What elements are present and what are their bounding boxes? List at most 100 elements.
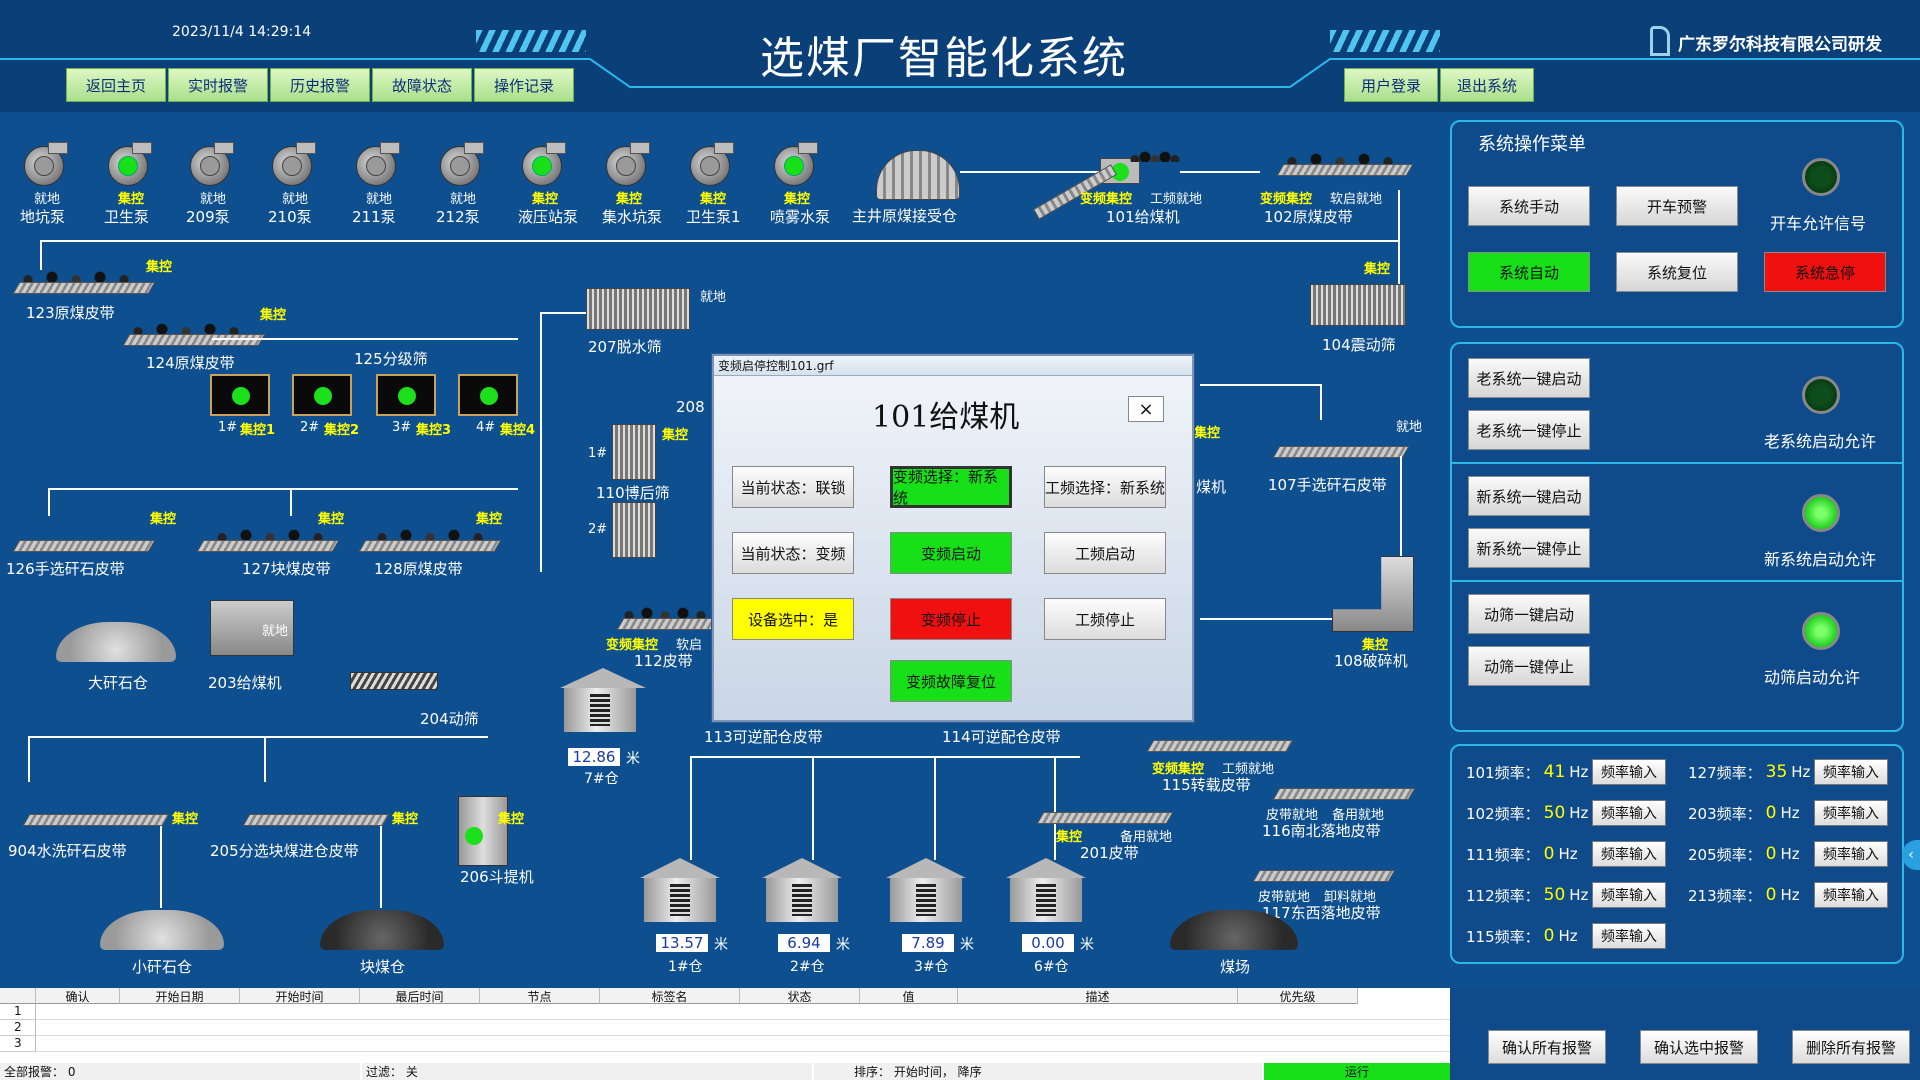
belt-117-label[interactable]: 117东西落地皮带 — [1262, 904, 1381, 922]
nav-fault-status-button[interactable]: 故障状态 — [372, 68, 472, 102]
belt-205-label[interactable]: 205分选块煤进仓皮带 — [210, 842, 359, 860]
system-auto-button[interactable]: 系统自动 — [1468, 252, 1590, 292]
pump-9-label[interactable]: 喷雾水泵 — [770, 208, 831, 226]
bin-0-label[interactable]: 1#仓 — [668, 959, 703, 975]
oneclick-start-1[interactable]: 新系统一键启动 — [1468, 476, 1590, 516]
belt-124-label[interactable]: 124原煤皮带 — [146, 354, 235, 372]
pump-4-icon[interactable] — [356, 142, 402, 186]
pump-6-label[interactable]: 液压站泵 — [518, 208, 579, 226]
pump-2-icon[interactable] — [190, 142, 236, 186]
belt-112-label[interactable]: 112皮带 — [634, 652, 693, 670]
belt-201-label[interactable]: 201皮带 — [1080, 844, 1139, 862]
bin-1-icon[interactable] — [762, 858, 842, 922]
pump-7-icon[interactable] — [606, 142, 652, 186]
bin-3-label[interactable]: 6#仓 — [1034, 959, 1069, 975]
jig-204-label[interactable]: 204动筛 — [420, 710, 479, 728]
pump-5-label[interactable]: 212泵 — [436, 208, 480, 226]
pump-5-icon[interactable] — [440, 142, 486, 186]
pump-2-label[interactable]: 209泵 — [186, 208, 230, 226]
small-gangue-label[interactable]: 小矸石仓 — [132, 958, 193, 976]
system-estop-button[interactable]: 系统急停 — [1764, 252, 1886, 292]
oneclick-stop-0[interactable]: 老系统一键停止 — [1468, 410, 1590, 450]
belt-126[interactable] — [12, 540, 156, 552]
oneclick-stop-2[interactable]: 动筛一键停止 — [1468, 646, 1590, 686]
pump-0-label[interactable]: 地坑泵 — [20, 208, 66, 226]
belt-126-label[interactable]: 126手选矸石皮带 — [6, 560, 125, 578]
belt-128[interactable] — [358, 540, 502, 552]
freq-input-button-left-4[interactable]: 频率输入 — [1592, 923, 1666, 949]
belt-201[interactable] — [1036, 812, 1174, 824]
system-reset-button[interactable]: 系统复位 — [1616, 252, 1738, 292]
belt-117[interactable] — [1252, 870, 1396, 882]
screen-1[interactable] — [210, 374, 270, 416]
screen-110-label[interactable]: 110博后筛 — [596, 484, 670, 502]
pump-7-label[interactable]: 集水坑泵 — [602, 208, 663, 226]
belt-123[interactable] — [12, 282, 156, 294]
start-warning-button[interactable]: 开车预警 — [1616, 186, 1738, 226]
delete-all-alarms-button[interactable]: 删除所有报警 — [1792, 1030, 1910, 1064]
bin-2-label[interactable]: 3#仓 — [914, 959, 949, 975]
side-collapse-chevron-icon[interactable]: ‹ — [1902, 840, 1920, 870]
screen-104-label[interactable]: 104震动筛 — [1322, 336, 1396, 354]
pf-stop-button[interactable]: 工频停止 — [1044, 598, 1166, 640]
pf-select-button[interactable]: 工频选择：新系统 — [1044, 466, 1166, 508]
belt-113-label[interactable]: 113可逆配仓皮带 — [704, 728, 823, 746]
pump-4-label[interactable]: 211泵 — [352, 208, 396, 226]
belt-205[interactable] — [242, 814, 390, 826]
belt-123-label[interactable]: 123原煤皮带 — [26, 304, 115, 322]
screen-207[interactable] — [586, 288, 690, 330]
alarm-col-0[interactable]: 确认 — [36, 988, 120, 1004]
bin-1-label[interactable]: 2#仓 — [790, 959, 825, 975]
screen-4[interactable] — [458, 374, 518, 416]
freq-input-button-left-2[interactable]: 频率输入 — [1592, 841, 1666, 867]
pump-1-label[interactable]: 卫生泵 — [104, 208, 150, 226]
pump-8-label[interactable]: 卫生泵1 — [686, 208, 741, 226]
nav-history-alarm-button[interactable]: 历史报警 — [270, 68, 370, 102]
nav-realtime-alarm-button[interactable]: 实时报警 — [168, 68, 268, 102]
coal-yard-pile[interactable] — [1170, 910, 1298, 950]
alarm-col-8[interactable]: 描述 — [958, 988, 1238, 1004]
jig-204-icon[interactable] — [350, 672, 438, 690]
big-gangue-label[interactable]: 大矸石仓 — [88, 674, 149, 692]
freq-input-button-right-0[interactable]: 频率输入 — [1814, 759, 1888, 785]
pump-8-icon[interactable] — [690, 142, 736, 186]
oneclick-start-0[interactable]: 老系统一键启动 — [1468, 358, 1590, 398]
table-row[interactable] — [36, 1004, 1450, 1020]
pump-3-label[interactable]: 210泵 — [268, 208, 312, 226]
freq-input-button-left-0[interactable]: 频率输入 — [1592, 759, 1666, 785]
dialog-titlebar[interactable]: 变频启停控制101.grf — [714, 356, 1192, 376]
alarm-col-6[interactable]: 状态 — [740, 988, 860, 1004]
belt-127[interactable] — [196, 540, 340, 552]
pump-0-icon[interactable] — [24, 142, 70, 186]
vf-select-button[interactable]: 变频选择：新系统 — [890, 466, 1012, 508]
freq-input-button-right-2[interactable]: 频率输入 — [1814, 841, 1888, 867]
feeder-101-label[interactable]: 101给煤机 — [1106, 208, 1180, 226]
bin-7-icon[interactable] — [560, 668, 646, 732]
feeder-203-icon[interactable] — [210, 600, 294, 656]
nav-operation-log-button[interactable]: 操作记录 — [474, 68, 574, 102]
elevator-206-icon[interactable] — [458, 796, 508, 866]
pump-1-icon[interactable] — [108, 142, 154, 186]
vf-stop-button[interactable]: 变频停止 — [890, 598, 1012, 640]
pf-start-button[interactable]: 工频启动 — [1044, 532, 1166, 574]
belt-904[interactable] — [22, 814, 170, 826]
alarm-col-2[interactable]: 开始时间 — [240, 988, 360, 1004]
belt-115[interactable] — [1146, 740, 1294, 752]
crusher-108-icon[interactable] — [1332, 556, 1414, 632]
coal-yard-label[interactable]: 煤场 — [1220, 958, 1251, 976]
belt-107-label[interactable]: 107手选矸石皮带 — [1268, 476, 1387, 494]
vf-start-button[interactable]: 变频启动 — [890, 532, 1012, 574]
screen-104[interactable] — [1310, 284, 1406, 326]
bin-2-icon[interactable] — [886, 858, 966, 922]
belt-107[interactable] — [1272, 446, 1410, 458]
belt-102-label[interactable]: 102原煤皮带 — [1264, 208, 1353, 226]
bin-3-icon[interactable] — [1006, 858, 1086, 922]
screen-110-1[interactable] — [612, 424, 656, 480]
alarm-col-9[interactable]: 优先级 — [1238, 988, 1358, 1004]
screen-207-label[interactable]: 207脱水筛 — [588, 338, 662, 356]
alarm-col-4[interactable]: 节点 — [480, 988, 600, 1004]
belt-116-label[interactable]: 116南北落地皮带 — [1262, 822, 1381, 840]
alarm-col-1[interactable]: 开始日期 — [120, 988, 240, 1004]
nav-login-button[interactable]: 用户登录 — [1344, 68, 1438, 102]
oneclick-start-2[interactable]: 动筛一键启动 — [1468, 594, 1590, 634]
